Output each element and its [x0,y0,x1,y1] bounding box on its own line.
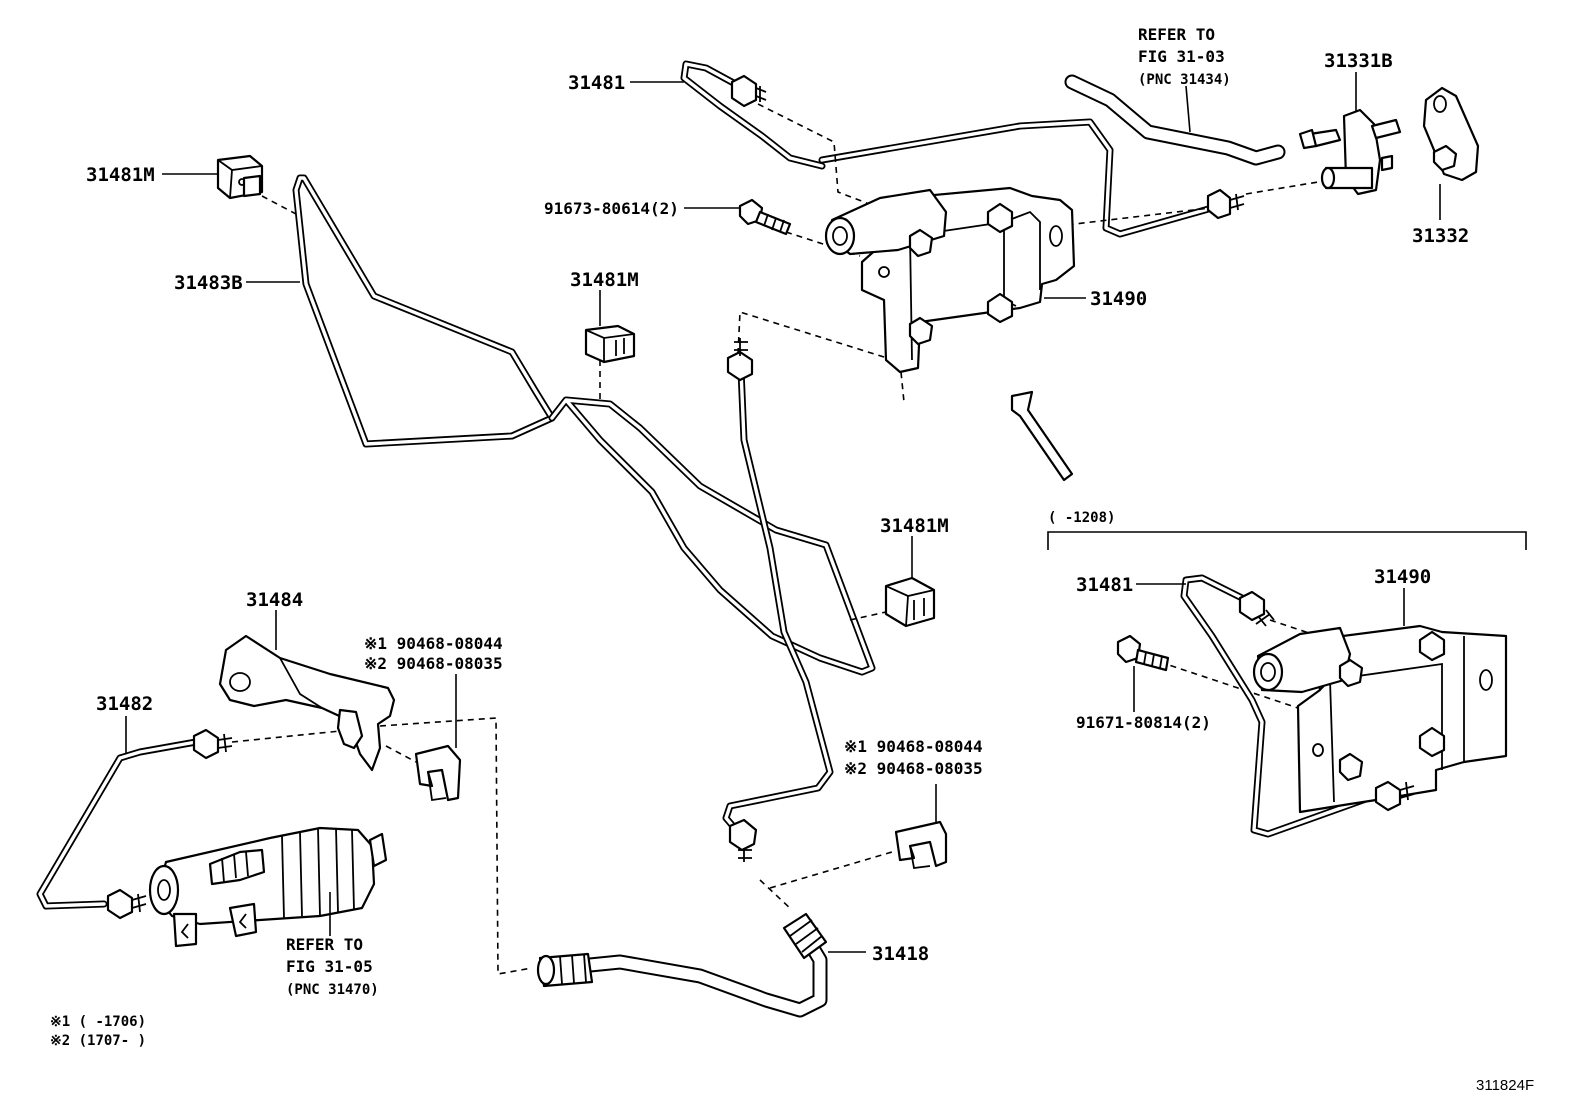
refer-bot-line3: (PNC 31470) [286,982,379,998]
bracket-31484 [218,634,396,772]
label-91671-80814: 91671-80814(2) [1076,713,1211,732]
inset-range: ( -1208) [1048,510,1115,526]
union-fitting-31482-top [192,728,233,760]
refer-bot-line2: FIG 31-05 [286,957,373,976]
inset-union-fitting-top [1238,590,1275,627]
part-labels: 31481 31481M 31483B 91673-80614(2) 31481… [86,50,1469,965]
pipe-31482 [36,738,200,910]
pushrod-31331b [1298,108,1402,196]
notes: REFER TO FIG 31-03 (PNC 31434) REFER TO … [50,25,1534,1094]
label-31483b: 31483B [174,272,243,294]
bolt-91673 [738,198,792,236]
legend-2: ※2 (1707- ) [50,1033,146,1049]
pipe-31483b [292,174,876,676]
leader-lines [125,72,1441,953]
refer-top-line3: (PNC 31434) [1138,72,1231,88]
figure-code: 311824F [1476,1077,1534,1094]
label-91673-80614: 91673-80614(2) [544,199,679,218]
alignment-dashes [231,103,1331,975]
retainer-clip-right [894,820,948,869]
inset-union-fitting-bottom [1374,780,1415,812]
inset-bolt-91671 [1116,634,1170,672]
clip-a-line1: ※1 90468-08044 [364,634,503,653]
pipe-vertical [722,366,834,836]
union-fitting-upper-right [1206,188,1245,220]
label-31481-inset: 31481 [1076,574,1133,596]
bracket-31490-main [824,186,1076,374]
label-31482: 31482 [96,693,153,715]
view-arrow [1010,390,1074,482]
label-31418: 31418 [872,943,929,965]
label-31490-inset: 31490 [1374,566,1431,588]
union-fitting-vertical-bottom [728,818,758,862]
clip-31481m-mid [584,324,636,364]
label-31481-top: 31481 [568,72,625,94]
label-31332: 31332 [1412,225,1469,247]
refer-top-line2: FIG 31-03 [1138,47,1225,66]
clip-31481m-left [216,154,264,200]
inset-bracket-31490 [1252,624,1508,814]
refer-bot-line1: REFER TO [286,935,363,954]
retainer-clip-left [414,744,462,802]
label-31490-top: 31490 [1090,288,1147,310]
pipe-31481-top [680,60,1216,238]
clip-b-line1: ※1 90468-08044 [844,737,983,756]
hose-31418-fitting-left [536,952,594,988]
union-fitting-31482-bottom [106,888,147,920]
label-31481m-left: 31481M [86,164,155,186]
clip-31481m-right [884,576,936,628]
inset-bracket-line [1047,531,1527,550]
inset-pipe-31481 [1180,574,1384,838]
legend-1: ※1 ( -1706) [50,1014,146,1030]
refer-top-line1: REFER TO [1138,25,1215,44]
label-31481m-mid: 31481M [570,269,639,291]
hose-refer-31434 [1064,74,1286,166]
plate-31332 [1422,86,1480,182]
release-cylinder [148,826,388,948]
union-fitting-vertical-top [726,338,754,382]
hose-31418 [552,932,828,1018]
clip-b-line2: ※2 90468-08035 [844,759,983,778]
label-31481m-right: 31481M [880,515,949,537]
hose-31418-fitting-right [782,912,828,960]
clip-a-line2: ※2 90468-08035 [364,654,503,673]
label-31331b: 31331B [1324,50,1393,72]
union-fitting-top [730,74,767,108]
label-31484: 31484 [246,589,303,611]
